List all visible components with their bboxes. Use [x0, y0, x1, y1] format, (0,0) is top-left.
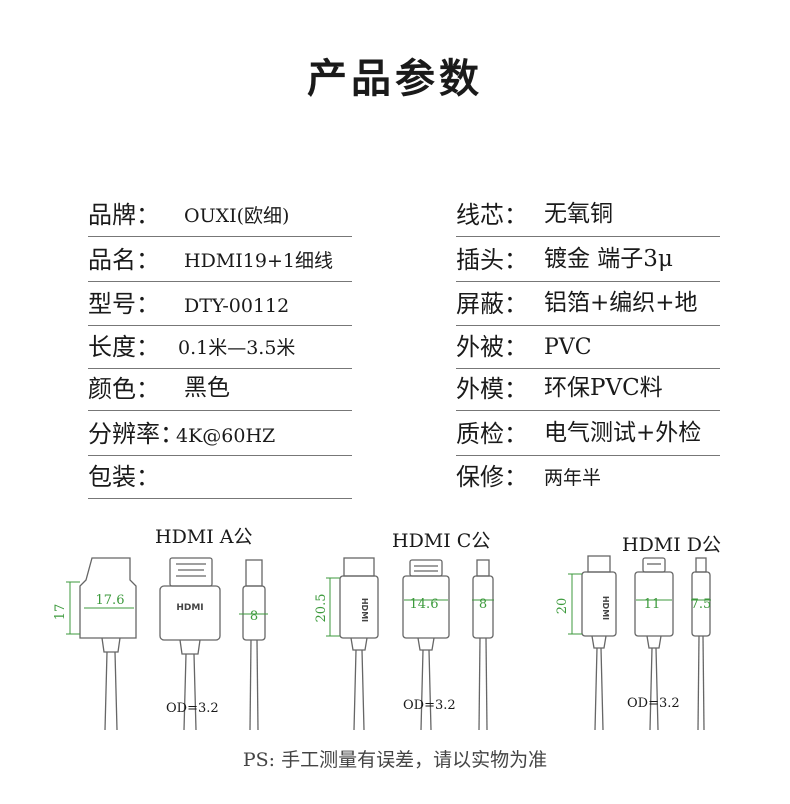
connector-diagram: HDMI HDMI HDMI 17 17.6 8 20.5 14.6 8 20 …: [53, 555, 712, 731]
spec-row-packaging: 包装：: [88, 454, 352, 499]
measurement-note: PS: 手工测量有误差，请以实物为准: [242, 749, 548, 771]
spec-row-qc: 质检： 电气测试+外检: [456, 411, 720, 456]
connector-label-d: HDMI D公: [622, 534, 722, 556]
hdmi-c-height-dim: 20.5: [314, 594, 329, 623]
hdmi-c-thickness-dim: 8: [479, 597, 487, 612]
spec-value: 环保PVC料: [544, 375, 663, 401]
hdmi-a-od-label: OD=3.2: [166, 701, 219, 716]
spec-row-model: 型号： DTY-00112: [88, 281, 352, 326]
hdmi-d-front-view: [581, 555, 617, 731]
hdmi-a-edge-view: [242, 559, 266, 731]
spec-label: 质检：: [456, 420, 528, 448]
hdmi-c-width-dim: 14.6: [410, 597, 439, 612]
hdmi-d-width-dim: 11: [644, 597, 661, 612]
spec-label: 屏蔽：: [456, 290, 528, 318]
hdmi-a-height-dim: 17: [53, 604, 68, 621]
spec-label: 外模：: [456, 375, 528, 403]
spec-label: 线芯：: [456, 201, 528, 229]
spec-label: 长度：: [88, 333, 160, 361]
spec-row-molding: 外模： 环保PVC料: [456, 366, 720, 411]
hdmi-c-side-view: [402, 559, 450, 731]
spec-label: 型号：: [88, 290, 160, 318]
spec-value: DTY-00112: [184, 295, 290, 317]
spec-row-jacket: 外被： PVC: [456, 324, 720, 369]
spec-row-brand: 品牌： OUXI(欧细): [88, 192, 352, 237]
spec-value: 电气测试+外检: [544, 420, 702, 446]
spec-label: 品牌：: [88, 201, 160, 229]
hdmi-a-thickness-dim: 8: [250, 609, 258, 624]
connector-label-a: HDMI A公: [155, 526, 253, 548]
spec-label: 外被：: [456, 333, 528, 361]
spec-label: 品名：: [88, 246, 160, 274]
hdmi-d-height-dim: 20: [555, 598, 570, 615]
spec-label: 分辨率：: [88, 420, 184, 448]
hdmi-a-width-dim: 17.6: [96, 593, 125, 608]
spec-value: 0.1米—3.5米: [178, 337, 296, 359]
spec-value: 镀金 端子3μ: [544, 246, 673, 272]
spec-row-shielding: 屏蔽： 铝箔+编织+地: [456, 281, 720, 326]
hdmi-a-side-view: [159, 557, 221, 731]
spec-value: 4K@60HZ: [176, 425, 276, 447]
spec-value: 铝箔+编织+地: [544, 290, 698, 316]
spec-row-plug: 插头： 镀金 端子3μ: [456, 237, 720, 282]
connector-label-c: HDMI C公: [392, 530, 491, 552]
hdmi-a-front-view: [79, 557, 137, 731]
spec-label: 颜色：: [88, 375, 160, 403]
spec-row-length: 长度： 0.1米—3.5米: [88, 324, 352, 369]
hdmi-d-thickness-dim: 7.5: [691, 597, 712, 612]
spec-value: 黑色: [184, 375, 230, 401]
spec-value: 无氧铜: [544, 201, 613, 227]
spec-value: OUXI(欧细): [184, 205, 290, 227]
spec-value: HDMI19+1细线: [184, 250, 333, 272]
spec-value: 两年半: [544, 467, 602, 489]
hdmi-c-front-view: [339, 557, 379, 731]
spec-row-product-name: 品名： HDMI19+1细线: [88, 237, 352, 282]
spec-label: 包装：: [88, 463, 160, 491]
hdmi-c-od-label: OD=3.2: [403, 698, 456, 713]
spec-row-color: 颜色： 黑色: [88, 366, 352, 411]
hdmi-d-logo: HDMI: [601, 596, 610, 620]
hdmi-c-edge-view: [472, 559, 494, 731]
hdmi-d-od-label: OD=3.2: [627, 696, 680, 711]
hdmi-d-edge-view: [691, 557, 711, 731]
spec-label: 保修：: [456, 463, 528, 491]
hdmi-d-side-view: [634, 557, 674, 731]
hdmi-c-logo: HDMI: [360, 598, 369, 622]
spec-label: 插头：: [456, 246, 528, 274]
spec-row-warranty: 保修： 两年半: [456, 454, 720, 498]
spec-value: PVC: [544, 335, 592, 360]
page-title: 产品参数: [307, 56, 483, 102]
spec-row-resolution: 分辨率： 4K@60HZ: [88, 411, 352, 456]
spec-row-core: 线芯： 无氧铜: [456, 192, 720, 237]
hdmi-a-logo: HDMI: [176, 603, 203, 613]
